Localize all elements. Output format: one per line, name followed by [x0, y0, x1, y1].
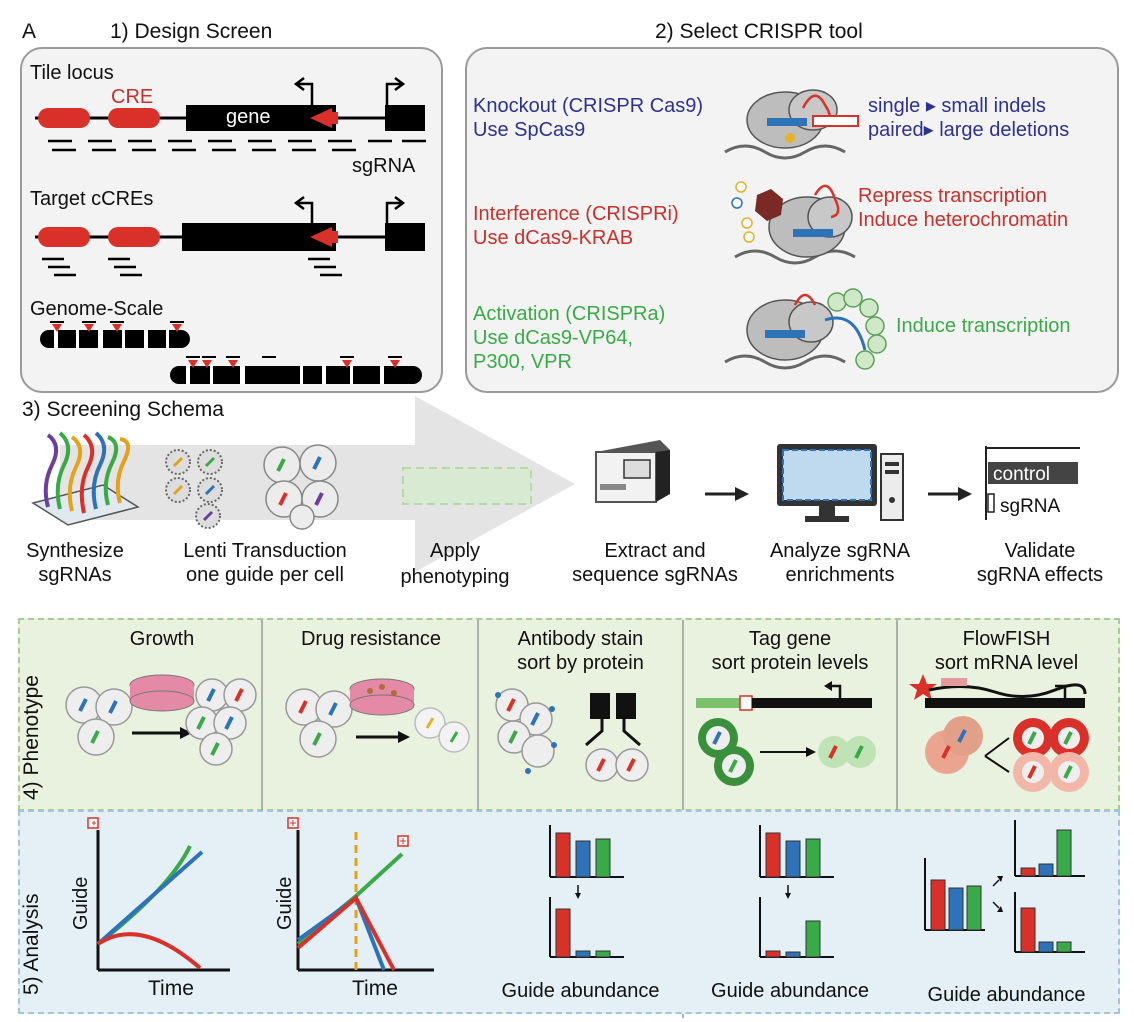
tile-locus-label: Tile locus — [30, 62, 114, 84]
growth-guide-axis: Guide — [70, 876, 92, 930]
step-analyze-line2: enrichments — [785, 564, 895, 586]
target-ccre-diagram — [35, 196, 425, 277]
step-transduction-line2: one guide per cell — [186, 564, 344, 586]
step-synthesize-line1: Synthesize — [26, 540, 124, 562]
validate-chart — [985, 446, 1080, 520]
interference-line1: Interference (CRISPRi) — [473, 203, 679, 225]
cre-label: CRE — [111, 86, 154, 108]
computer-icon — [777, 444, 904, 522]
activation-line3: P300, VPR — [473, 351, 572, 373]
validate-control-label: control — [993, 464, 1051, 485]
sgrna-label: sgRNA — [352, 155, 416, 177]
phenotype-antibody-line2: sort by protein — [517, 652, 644, 674]
growth-time-axis: Time — [148, 977, 194, 1000]
knockout-effect-1: single ▸ small indels — [868, 95, 1046, 117]
target-ccres-label: Target cCREs — [30, 188, 154, 210]
drug-time-axis: Time — [352, 977, 398, 1000]
antibody-guide-abundance: Guide abundance — [501, 980, 660, 1002]
knockout-line2: Use SpCas9 — [473, 119, 586, 141]
interference-line2: Use dCas9-KRAB — [473, 227, 634, 249]
step-phenotyping-line1: Apply — [429, 540, 481, 562]
step-extract-line1: Extract and — [604, 540, 706, 562]
arrow-to-analyze — [705, 487, 749, 501]
activation-line2: Use dCas9-VP64, — [473, 327, 634, 349]
select-title: 2) Select CRISPR tool — [655, 20, 863, 43]
activation-effect-1: Induce transcription — [896, 315, 1071, 337]
antibody-sort-illustration — [495, 688, 649, 782]
genome-scale-chromosomes — [40, 321, 422, 384]
genome-scale-label: Genome-Scale — [30, 298, 164, 320]
interference-effect-2: Induce heterochromatin — [858, 209, 1069, 231]
schema-title: 3) Screening Schema — [22, 398, 224, 421]
tag-gene-illustration — [696, 681, 876, 786]
phenotype-tag-line1: Tag gene — [748, 628, 832, 650]
step-synthesize-line2: sgRNAs — [38, 564, 112, 586]
analysis-row-label: 5) Analysis — [20, 893, 43, 995]
growth-analysis-plot — [87, 817, 230, 972]
knockout-line1: Knockout (CRISPR Cas9) — [473, 95, 704, 117]
sgrna-library-illustration — [31, 431, 140, 526]
step-extract-line2: sequence sgRNAs — [572, 564, 738, 586]
step-validate-line1: Validate — [1004, 540, 1076, 562]
phenotype-drug-title: Drug resistance — [300, 628, 442, 650]
drug-resistance-illustration — [285, 678, 470, 758]
arrow-to-validate — [928, 487, 972, 501]
phenotype-tag-line2: sort protein levels — [711, 652, 869, 674]
validate-sgrna-label: sgRNA — [1000, 496, 1061, 517]
cas9-krab-illustration — [731, 181, 856, 265]
step-transduction-line1: Lenti Transduction — [183, 540, 347, 562]
phenotype-flowfish-line1: FlowFISH — [962, 628, 1051, 650]
sequencer-icon — [595, 440, 670, 503]
growth-illustration — [65, 674, 257, 766]
cas9-activator-illustration — [724, 288, 887, 370]
step-phenotyping-line2: phenotyping — [400, 566, 510, 588]
cas9-knockout-illustration — [724, 89, 859, 160]
transduced-cells-illustration — [263, 444, 339, 530]
design-title: 1) Design Screen — [110, 20, 273, 43]
antibody-analysis-bars — [549, 825, 624, 958]
flowfish-illustration — [909, 674, 1089, 792]
step-validate-line2: sgRNA effects — [976, 564, 1104, 586]
interference-effect-1: Repress transcription — [858, 185, 1047, 207]
gene-label: gene — [226, 106, 271, 128]
activation-line1: Activation (CRISPRa) — [473, 303, 666, 325]
flowfish-guide-abundance: Guide abundance — [927, 984, 1086, 1006]
tag-guide-abundance: Guide abundance — [711, 980, 869, 1002]
phenotype-flowfish-line2: sort mRNA level — [934, 652, 1079, 674]
phenotype-antibody-line1: Antibody stain — [517, 628, 644, 650]
knockout-effect-2: paired▸ large deletions — [868, 119, 1070, 141]
tag-analysis-bars — [759, 825, 834, 958]
drug-analysis-plot — [287, 817, 434, 972]
phenotype-growth-title: Growth — [129, 628, 195, 650]
flowfish-analysis-bars — [924, 820, 1085, 953]
lentivirus-illustration — [165, 449, 223, 529]
panel-letter: A — [22, 20, 37, 43]
drug-guide-axis: Guide — [274, 876, 296, 930]
tile-locus-diagram — [35, 77, 426, 152]
step-analyze-line1: Analyze sgRNA — [769, 540, 911, 562]
